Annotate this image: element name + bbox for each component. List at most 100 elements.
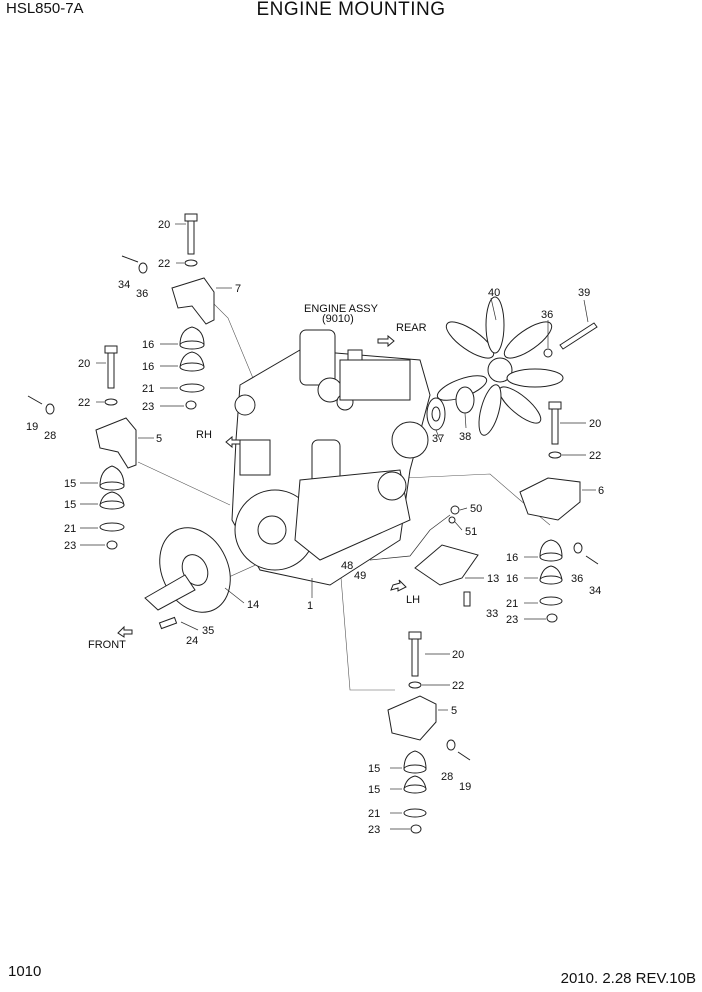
fan-hub (487, 357, 513, 383)
callout: 21 (506, 598, 518, 610)
front-label: FRONT (88, 639, 126, 651)
callout: 22 (452, 680, 464, 692)
washer-36-top (138, 262, 148, 274)
bolt-20-right (551, 407, 559, 445)
nut-23-left (106, 540, 118, 550)
nut-23-bottom (410, 824, 422, 834)
turbo-outlet (299, 329, 336, 386)
rear-arrow (377, 334, 395, 348)
bolt-33 (463, 591, 471, 607)
bolt-39 (559, 322, 598, 350)
callout: 23 (142, 401, 154, 413)
model-code: HSL850-7A (6, 0, 84, 17)
direction-arrows (117, 334, 407, 638)
bracket-6 (519, 477, 581, 521)
callout: 34 (589, 585, 601, 597)
washer-22-left (104, 398, 118, 406)
callout: 48 (341, 560, 353, 572)
washer-22-bottom (408, 681, 422, 689)
plate-13 (414, 544, 479, 586)
callout: 7 (235, 283, 241, 295)
right-mount-group (519, 401, 599, 623)
callout: 22 (158, 258, 170, 270)
leader-lines (80, 223, 596, 830)
callout: 36 (571, 573, 583, 585)
washer-21-right (539, 596, 563, 606)
washer-21-top (179, 383, 205, 393)
callout: 21 (64, 523, 76, 535)
callout: 34 (118, 279, 130, 291)
page-title: ENGINE MOUNTING (256, 0, 446, 20)
callout: 16 (506, 573, 518, 585)
valve-cover (339, 359, 411, 401)
rh-label: RH (196, 429, 212, 441)
callout: 33 (486, 608, 498, 620)
callout: 22 (78, 397, 90, 409)
bracket-7 (171, 277, 215, 325)
bracket-5-left (95, 417, 137, 469)
callout: 19 (459, 781, 471, 793)
callout: 20 (589, 418, 601, 430)
callout: 15 (368, 784, 380, 796)
callout: 15 (64, 478, 76, 490)
callout: 20 (158, 219, 170, 231)
front-callouts: 14 1 35 24 (186, 599, 313, 647)
bolt-20-top (187, 219, 195, 255)
callout: 21 (368, 808, 380, 820)
top-callouts: 20 22 34 36 7 16 16 21 23 (118, 219, 241, 413)
washer-36-fan (543, 348, 553, 358)
left-mount-group (27, 345, 137, 550)
engine-labels: ENGINE ASSY (9010) REAR RH LH FRONT (88, 303, 427, 651)
lh-arrow (390, 579, 407, 592)
callout: 19 (26, 421, 38, 433)
callout: 40 (488, 287, 500, 299)
washer-28-left (45, 403, 55, 415)
bolt-24 (158, 616, 178, 630)
callout: 14 (247, 599, 259, 611)
callout: 51 (465, 526, 477, 538)
front-coupling-group (144, 527, 231, 630)
callout: 5 (451, 705, 457, 717)
revision-date: 2010. 2.28 REV.10B (560, 970, 696, 987)
engine-assembly (231, 329, 431, 586)
callout: 6 (598, 485, 604, 497)
nut-23-top (185, 400, 197, 410)
callout: 22 (589, 450, 601, 462)
callout: 35 (202, 625, 214, 637)
lh-label: LH (406, 594, 420, 606)
callout: 16 (142, 339, 154, 351)
top-mount-group (121, 213, 215, 410)
callout: 39 (578, 287, 590, 299)
callout: 23 (368, 824, 380, 836)
callout: 16 (506, 552, 518, 564)
bottom-callouts: 20 22 5 15 28 19 15 21 23 (368, 649, 471, 836)
bottom-mount-group (387, 631, 471, 834)
bracket-5-bottom (387, 695, 437, 741)
fan-group (426, 296, 598, 436)
callout: 15 (64, 499, 76, 511)
bolt-20-bottom (411, 637, 419, 677)
callout: 38 (459, 431, 471, 443)
spacer-38 (455, 386, 475, 414)
mount-16a-top (179, 326, 205, 346)
page-number: 1010 (8, 963, 42, 980)
engine-assy-label: ENGINE ASSY (304, 303, 379, 315)
washer-22-right (548, 451, 562, 459)
callout: 20 (78, 358, 90, 370)
callout: 1 (307, 600, 313, 612)
washer-21-left (99, 522, 125, 532)
washer-28-bottom (446, 739, 456, 751)
left-callouts: 20 22 19 28 5 15 15 21 23 (26, 358, 162, 552)
callout: 23 (64, 540, 76, 552)
mount-15a-left (99, 465, 125, 487)
rear-label: REAR (396, 322, 427, 334)
mount-16a-right (539, 539, 563, 558)
callout: 28 (44, 430, 56, 442)
callout: 37 (432, 433, 444, 445)
washer-21-bottom (403, 808, 427, 818)
fan-callouts: 40 36 39 37 38 (432, 287, 590, 445)
washer-36-right (573, 542, 583, 554)
callout: 50 (470, 503, 482, 515)
callout: 15 (368, 763, 380, 775)
